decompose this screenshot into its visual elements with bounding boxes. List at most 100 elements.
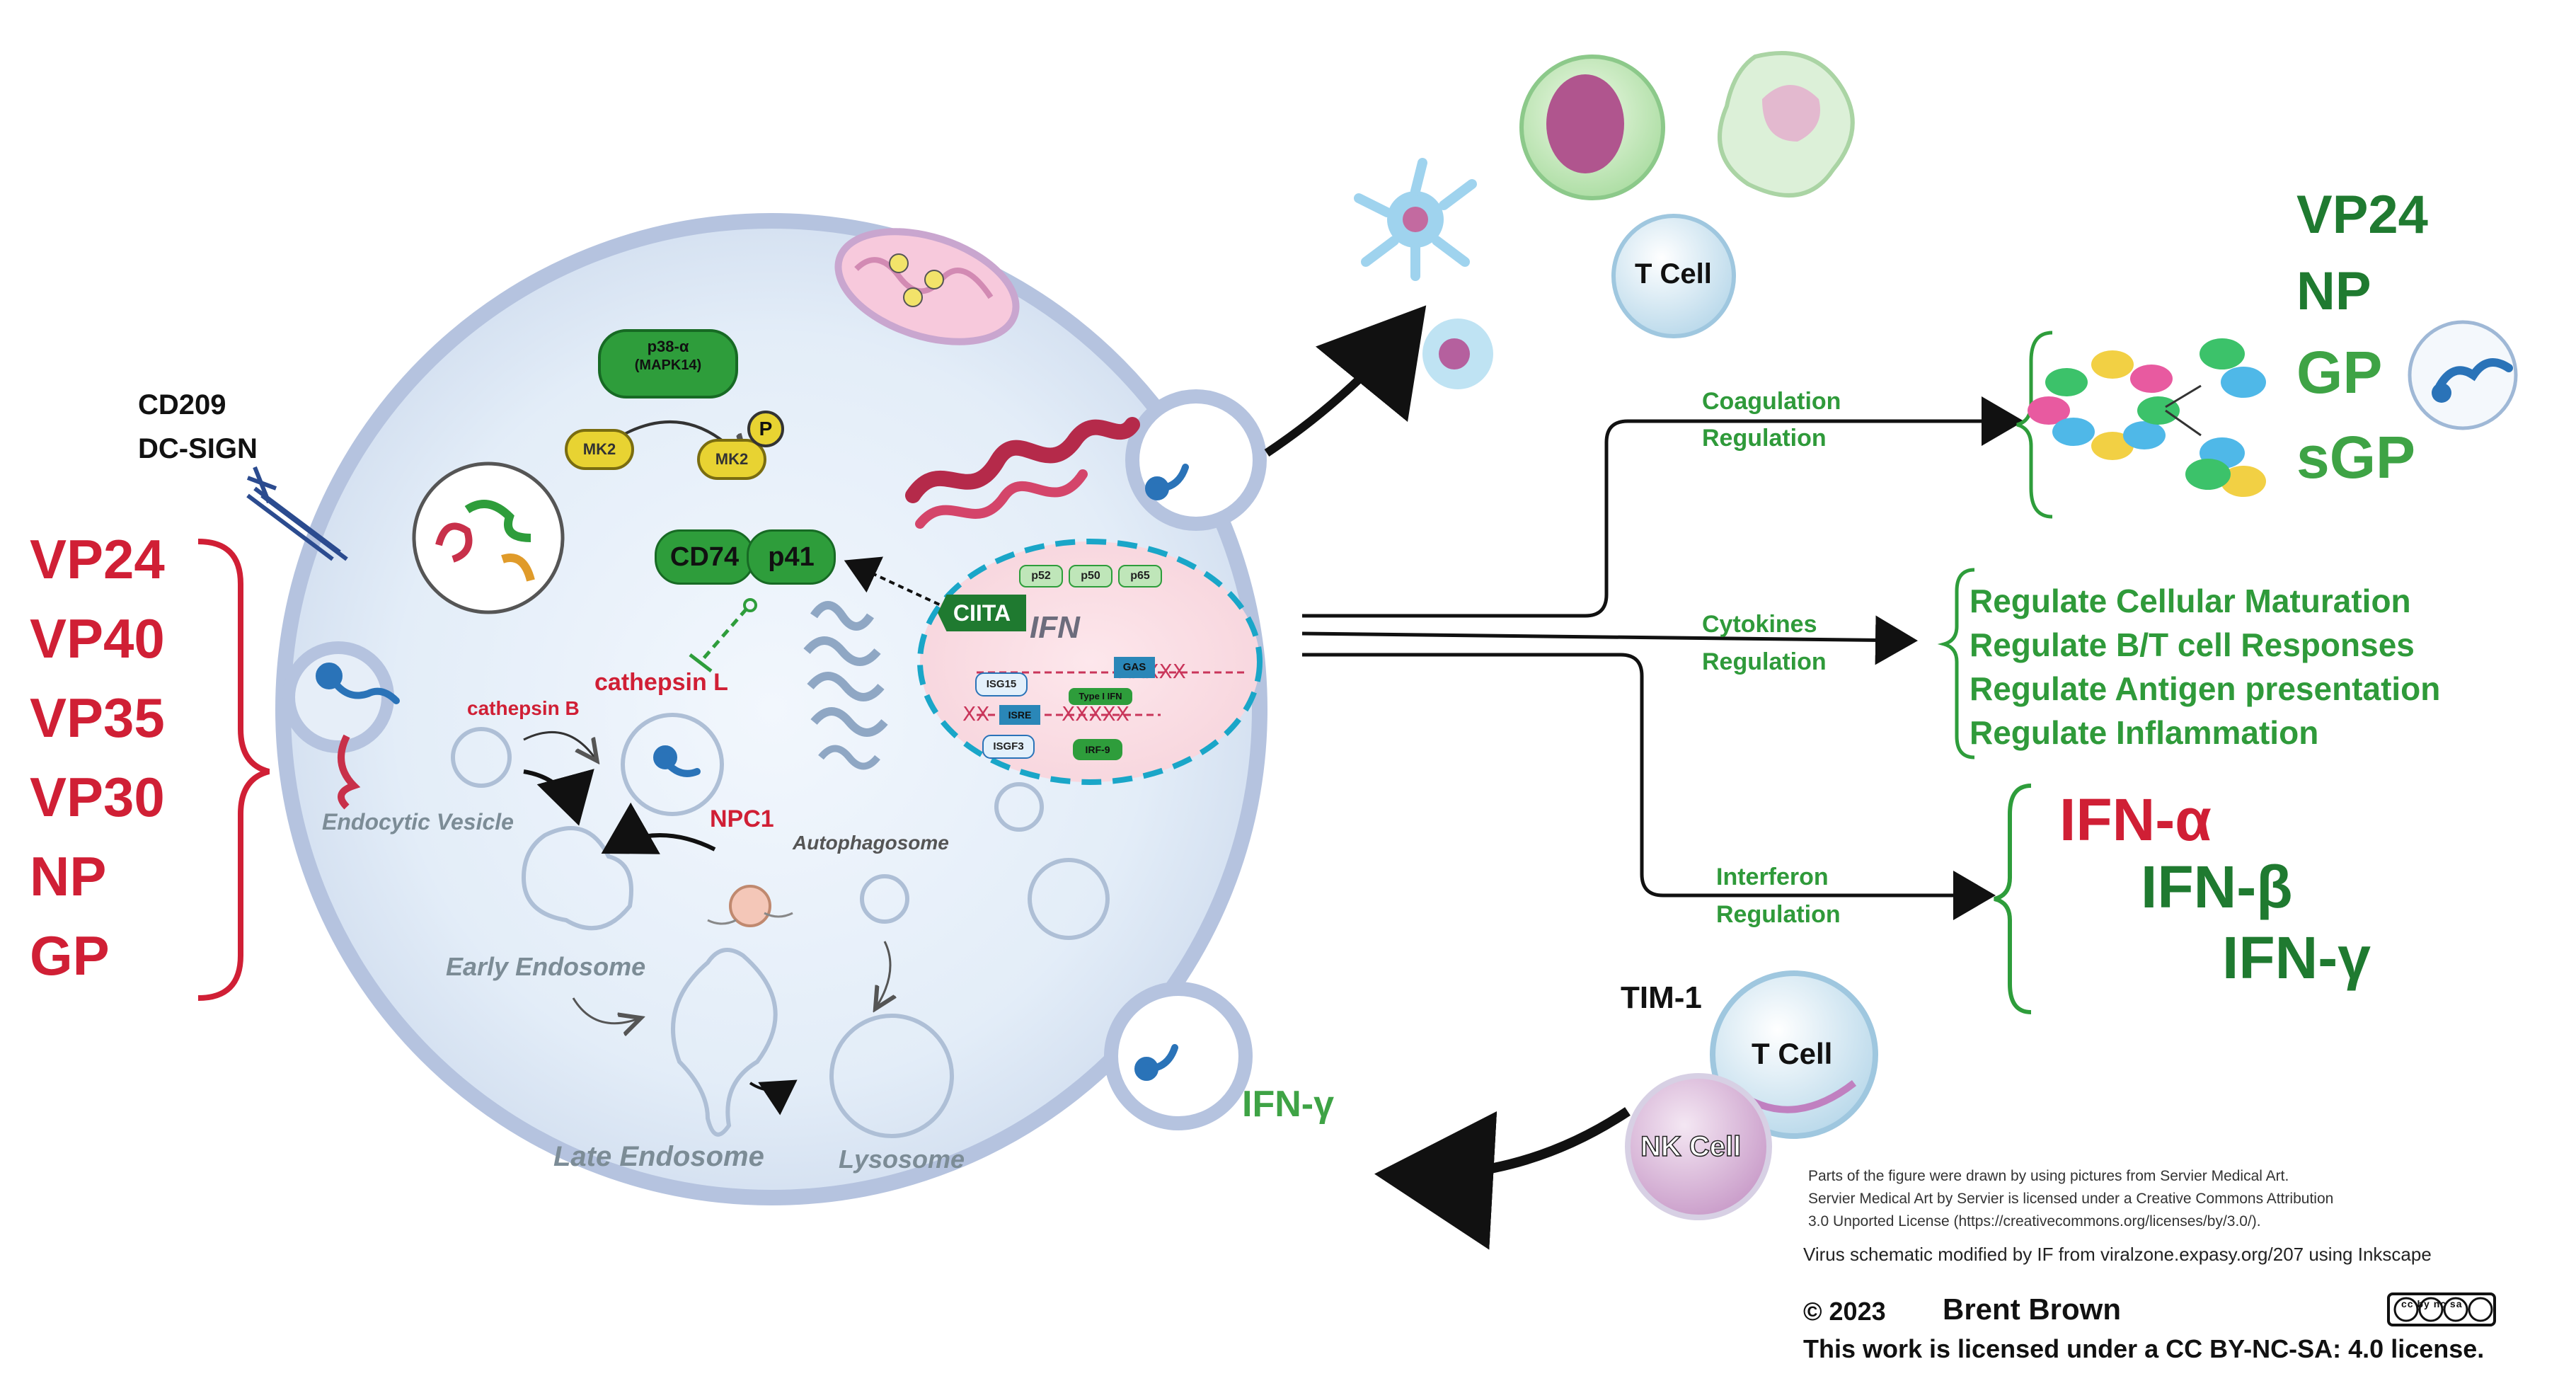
protein-vp24: VP24 bbox=[30, 528, 165, 590]
isgf3-chip: ISGF3 bbox=[982, 735, 1035, 759]
virions bbox=[316, 464, 1189, 1081]
credit-line-2: Servier Medical Art by Servier is licens… bbox=[1808, 1191, 2334, 1207]
ifn-gamma-secreted-label: IFN-γ bbox=[1242, 1084, 1334, 1125]
cathepsin-l-label: cathepsin L bbox=[594, 669, 728, 696]
nf-kb-chip-p52: p52 bbox=[1019, 565, 1063, 587]
cytokines-label: Cytokines bbox=[1702, 611, 1817, 638]
p38-sublabel: (MAPK14) bbox=[634, 357, 702, 373]
ifn-bracket bbox=[1994, 784, 2032, 1014]
copyright-year: © 2023 bbox=[1803, 1297, 1886, 1326]
protein-vp40: VP40 bbox=[30, 607, 165, 670]
cd74-label: CD74 bbox=[669, 542, 740, 572]
coag-target-vp24: VP24 bbox=[2296, 185, 2428, 245]
cd209-receptor bbox=[246, 466, 348, 561]
cytokine-effect-antigen: Regulate Antigen presentation bbox=[1970, 670, 2441, 707]
p41-badge: p41 bbox=[747, 529, 836, 585]
nk-cell-label: NK Cell bbox=[1640, 1130, 1742, 1163]
early-endosome-label: Early Endosome bbox=[446, 952, 646, 981]
green-cell bbox=[1519, 55, 1665, 200]
autophagosome-label: Autophagosome bbox=[793, 832, 949, 854]
arrow-from-tcell bbox=[1374, 1107, 1631, 1250]
arrow-to-immune-cells bbox=[1264, 305, 1427, 457]
t-cell-bottom-label: T Cell bbox=[1752, 1037, 1833, 1070]
antibody bbox=[2028, 338, 2266, 497]
protein-vp35: VP35 bbox=[30, 687, 165, 749]
protein-np: NP bbox=[30, 845, 107, 907]
mitochondrion bbox=[834, 228, 1020, 345]
ciita-badge: CIITA bbox=[938, 595, 1026, 631]
credit-line-1: Parts of the figure were drawn by using … bbox=[1808, 1168, 2289, 1184]
ciita-label: CIITA bbox=[953, 600, 1011, 626]
endocytic-vesicle-label: Endocytic Vesicle bbox=[322, 809, 514, 835]
vesicles bbox=[451, 713, 1110, 1138]
left-bracket bbox=[197, 539, 270, 1001]
dendritic-cell bbox=[1354, 158, 1477, 281]
viral-inclusion bbox=[412, 462, 565, 614]
cd74-badge: CD74 bbox=[655, 529, 754, 585]
coag-target-np: NP bbox=[2296, 261, 2371, 321]
interferon-label: Interferon bbox=[1716, 864, 1829, 890]
phospho-label: P bbox=[759, 418, 773, 440]
coag-target-gp: GP bbox=[2296, 339, 2383, 406]
coagulation-label: Coagulation bbox=[1702, 388, 1841, 415]
ifn-nucleus-label: IFN bbox=[1030, 610, 1080, 645]
gp-in-vesicle bbox=[338, 734, 361, 810]
p38-label: p38-α bbox=[647, 338, 689, 355]
protein-vp30: VP30 bbox=[30, 766, 165, 828]
isg15-chip: ISG15 bbox=[975, 672, 1028, 696]
free-virion bbox=[2408, 320, 2518, 430]
cytokine-bracket bbox=[1937, 568, 1975, 759]
lysosome-label: Lysosome bbox=[839, 1145, 965, 1174]
coagulation-regulation-label: Regulation bbox=[1702, 425, 1827, 452]
p38-badge: p38-α (MAPK14) bbox=[598, 329, 738, 399]
receptor-label-cd209: CD209 bbox=[138, 389, 226, 420]
protein-gp: GP bbox=[30, 924, 110, 987]
interferon-regulation-label: Regulation bbox=[1716, 901, 1841, 928]
cytokine-effect-maturation: Regulate Cellular Maturation bbox=[1970, 583, 2411, 619]
svg-text:XXXXX: XXXXX bbox=[1062, 702, 1129, 726]
mk2-label-right: MK2 bbox=[715, 450, 749, 468]
cytokine-effect-bt-response: Regulate B/T cell Responses bbox=[1970, 626, 2415, 663]
endoplasmic-reticulum bbox=[905, 417, 1140, 529]
neutrophil bbox=[1718, 51, 1855, 197]
credit-line-4: Virus schematic modified by IF from vira… bbox=[1803, 1244, 2432, 1265]
isre-chip: ISRE bbox=[999, 705, 1040, 725]
license-text: This work is licensed under a CC BY-NC-S… bbox=[1803, 1334, 2485, 1363]
cc-badge-text: cc by nc sa bbox=[2401, 1298, 2463, 1309]
cc-license-badge bbox=[2387, 1292, 2496, 1326]
mk2-label-left: MK2 bbox=[582, 440, 616, 458]
trafficking-arrows bbox=[523, 730, 890, 1116]
cytokines-regulation-label: Regulation bbox=[1702, 648, 1827, 675]
svg-text:XX: XX bbox=[962, 702, 989, 726]
cd74-inhibition-line bbox=[689, 598, 757, 672]
cathepsin-b-label: cathepsin B bbox=[467, 697, 580, 719]
irf-chip: IRF-9 bbox=[1073, 739, 1122, 760]
gas-chip: GAS bbox=[1114, 657, 1155, 678]
t-cell-top-label: T Cell bbox=[1635, 258, 1712, 290]
golgi-stack bbox=[803, 601, 888, 770]
nf-kb-chip-p65: p65 bbox=[1118, 565, 1162, 587]
nf-kb-chip-p50: p50 bbox=[1069, 565, 1112, 587]
receptor-label-dc-sign: DC-SIGN bbox=[138, 433, 258, 464]
macrophage-small bbox=[1422, 319, 1493, 389]
nucleus-to-cd74-arrow bbox=[844, 556, 949, 610]
cytokine-effect-inflammation: Regulate Inflammation bbox=[1970, 714, 2319, 751]
nk-cell bbox=[1625, 1073, 1772, 1220]
tim1-label: TIM-1 bbox=[1621, 980, 1702, 1015]
npc1-label: NPC1 bbox=[710, 806, 774, 832]
phospho-badge: P bbox=[747, 411, 784, 447]
late-endosome-label: Late Endosome bbox=[553, 1141, 764, 1172]
regulation-lines bbox=[1301, 396, 2024, 920]
ifn-alpha: IFN-α bbox=[2059, 786, 2212, 853]
ifn-gamma: IFN-γ bbox=[2222, 924, 2371, 991]
npc1-channel bbox=[707, 885, 793, 927]
type1-ifn-chip: Type I IFN bbox=[1069, 688, 1132, 705]
t-cell-top bbox=[1611, 214, 1736, 338]
author-name: Brent Brown bbox=[1943, 1292, 2121, 1326]
p41-label: p41 bbox=[768, 542, 815, 572]
ifn-beta: IFN-β bbox=[2141, 854, 2293, 920]
coag-bracket bbox=[2016, 331, 2053, 519]
credit-line-3: 3.0 Unported License (https://creativeco… bbox=[1808, 1213, 2261, 1229]
